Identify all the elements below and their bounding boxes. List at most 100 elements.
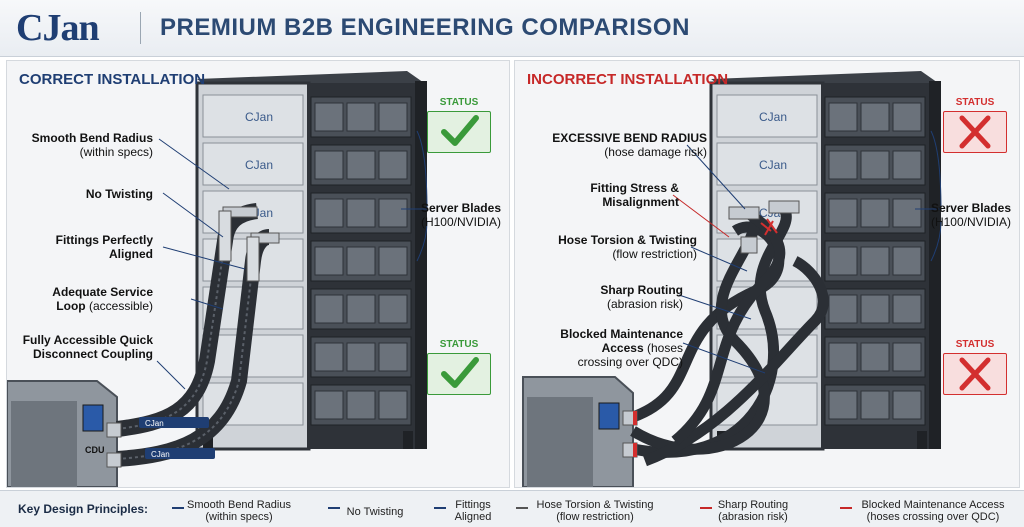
legend-swatch [172,507,184,509]
legend-item-smooth-bend: Smooth Bend Radius(within specs) [187,499,291,523]
status-label: STATUS [955,97,995,108]
label-no-twisting: No Twisting [85,187,153,201]
check-icon [441,115,479,146]
label-server-blades: Server Blades(H100/NVIDIA) [420,201,501,229]
blade-vent [892,150,922,180]
hose-set-correct: CJan CJan [106,203,280,468]
blade-vent [346,390,376,420]
rack-panel [202,142,304,186]
rack-brand-label: CJan [245,158,273,172]
blade-vent [828,390,858,420]
blade-vent [346,150,376,180]
callout-lines [156,130,428,390]
legend-swatch [700,507,712,509]
blade-vent [346,246,376,276]
blade-vent [314,198,344,228]
x-mark-icon [959,115,991,149]
legend-item-sharp-routing: Sharp Routing(abrasion risk) [717,499,789,523]
blade-vent [378,150,408,180]
rack-panel [716,142,818,186]
rack-brand-label: CJan [759,158,787,172]
blade-vent [828,294,858,324]
blade-vent [860,102,890,132]
blade-vent [892,246,922,276]
blade-vent [828,198,858,228]
check-icon [441,357,479,388]
blade-vent [860,150,890,180]
blade-vent [860,342,890,372]
legend-item-blocked-access: Blocked Maintenance Access(hoses crossin… [861,499,1005,523]
legend-item-hose-torsion: Hose Torsion & Twisting(flow restriction… [536,499,654,523]
status-fail-bottom: STATUS [943,339,1007,395]
blade-vent [378,294,408,324]
rack-brand-label: CJan [245,110,273,124]
blade-vent [346,102,376,132]
rack-panel [716,94,818,138]
blade-vent [892,102,922,132]
status-label: STATUS [439,97,479,108]
blade-vent [314,150,344,180]
rack-panel [202,94,304,138]
blade-vent [860,390,890,420]
footer-title: Key Design Principles: [18,502,149,516]
blade-vent [828,102,858,132]
legend-swatch [328,507,340,509]
hose-brand-label: CJan [151,450,170,459]
label-server-blades: Server Blades(H100/NVIDIA) [930,201,1011,229]
label-sharp-routing: Sharp Routing(abrasion risk) [600,283,683,311]
blade-vent [860,246,890,276]
blade-vent [378,390,408,420]
blade-vent [346,294,376,324]
cdu-unit [522,376,634,487]
blade-vent [314,342,344,372]
blade-vent [314,246,344,276]
cdu-label: CDU [85,445,105,455]
cdu-unit: CDU [7,380,118,487]
blade-vent [314,294,344,324]
blade-vent [828,246,858,276]
hose-fittings [622,200,800,458]
label-smooth-bend-radius: Smooth Bend Radius(within specs) [31,131,153,159]
blade-vent [892,198,922,228]
legend-swatch [516,507,528,509]
blade-vent [828,150,858,180]
label-hose-torsion: Hose Torsion & Twisting(flow restriction… [558,233,697,261]
status-ok-top: STATUS [427,97,491,153]
status-fail-top: STATUS [943,97,1007,153]
brand-logo: CJan [16,7,100,49]
label-excessive-bend: EXCESSIVE BEND RADIUS(hose damage risk) [552,131,707,159]
legend-swatch [434,507,446,509]
blade-vent [378,246,408,276]
blade-vent [346,342,376,372]
page-title: PREMIUM B2B ENGINEERING COMPARISON [160,14,690,41]
blade-vent [378,342,408,372]
blade-vent [860,198,890,228]
blade-vent [378,198,408,228]
blade-vent [892,342,922,372]
blade-vent [314,390,344,420]
blade-vent [314,102,344,132]
blade-vent [828,342,858,372]
blade-vent [378,102,408,132]
panel-title-incorrect: INCORRECT INSTALLATION [527,71,729,88]
label-fitting-stress: Fitting Stress &Misalignment [590,181,679,209]
callout-lines [672,130,942,374]
header-divider [140,12,141,44]
x-mark-icon [959,357,991,391]
rack-brand-label: CJan [759,110,787,124]
key-design-principles: Key Design Principles: Smooth Bend Radiu… [0,490,1024,527]
blade-vent [892,294,922,324]
blade-vent [346,198,376,228]
header: CJan PREMIUM B2B ENGINEERING COMPARISON [0,0,1024,57]
status-label: STATUS [439,339,479,350]
legend-swatch [840,507,852,509]
panel-title-correct: CORRECT INSTALLATION [19,71,206,88]
